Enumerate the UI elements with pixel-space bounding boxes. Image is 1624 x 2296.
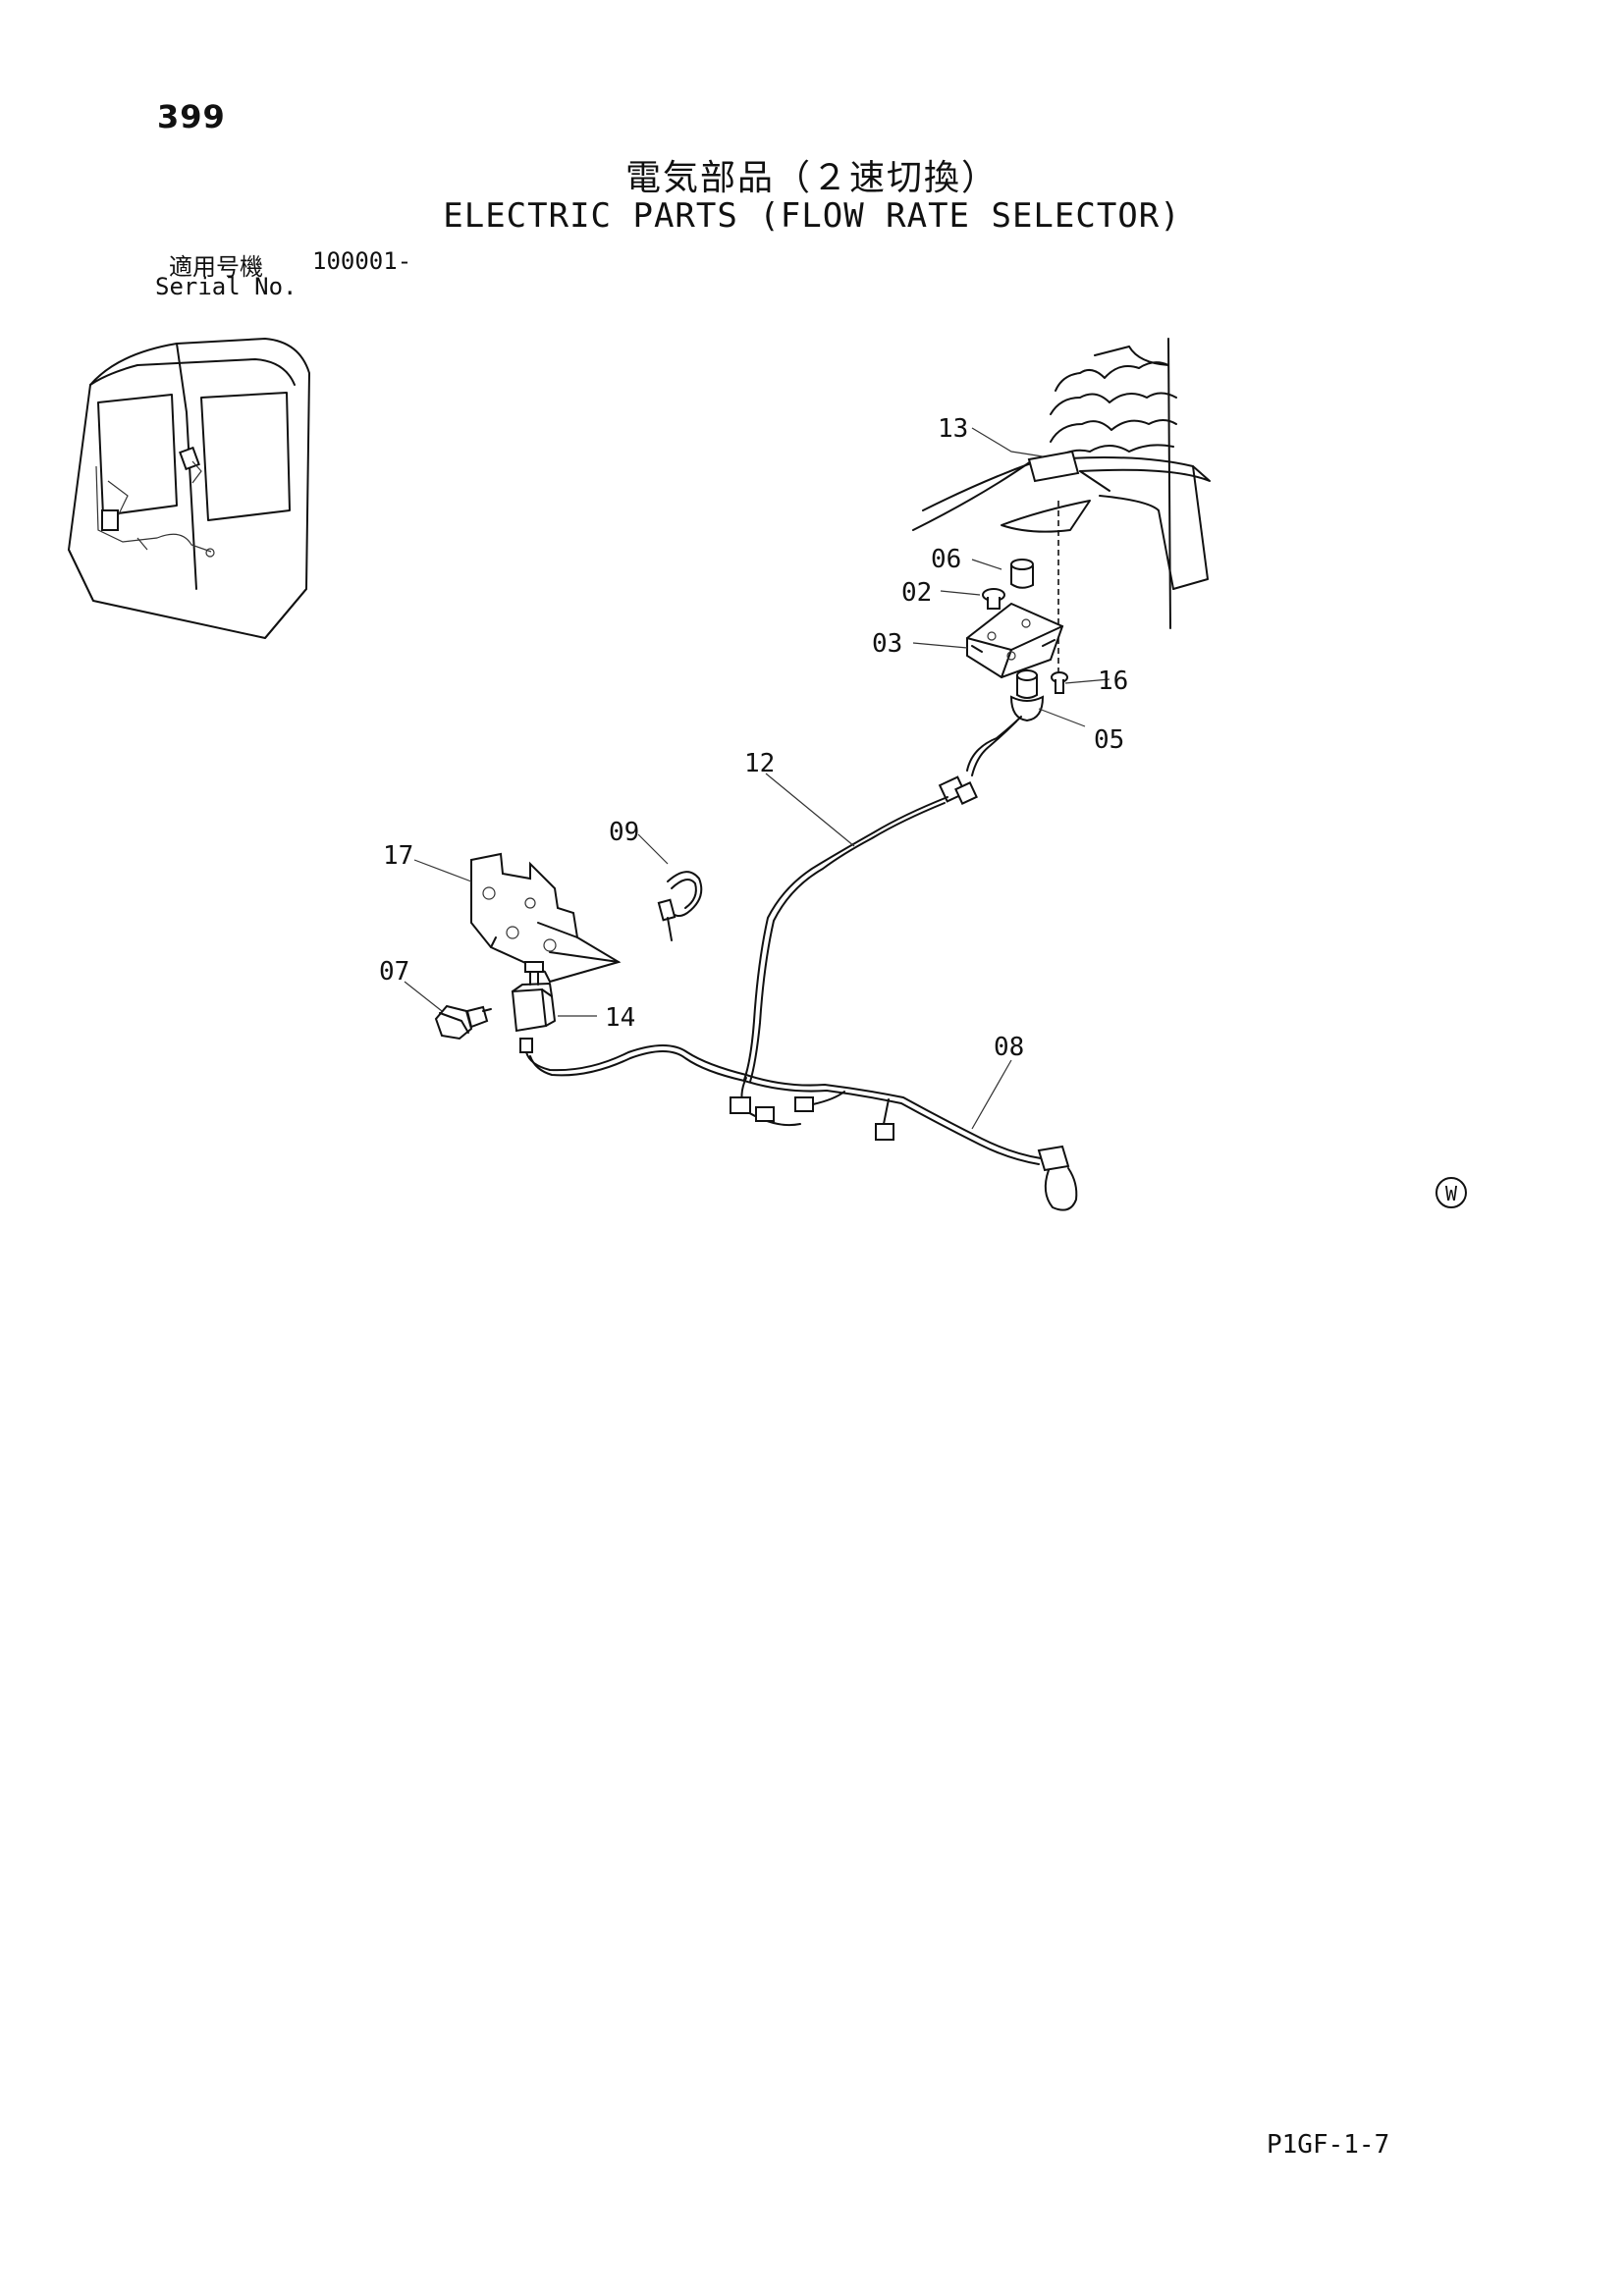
callout-leaders: [404, 427, 1110, 1130]
page-number: 399: [157, 98, 226, 135]
band-clamp: [657, 871, 703, 941]
serial-label-japanese: 適用号機: [169, 253, 263, 281]
page-title-japanese: 電気部品（２速切換）: [624, 158, 999, 198]
callout-03: 03: [872, 629, 902, 659]
harness-12: [743, 716, 1022, 1083]
circled-w-mark: W: [1435, 1177, 1467, 1208]
callout-14: 14: [605, 1003, 635, 1033]
callout-12: 12: [744, 749, 775, 778]
page-title-english: ELECTRIC PARTS (FLOW RATE SELECTOR): [443, 196, 1181, 236]
callout-07: 07: [379, 957, 409, 987]
callout-16: 16: [1098, 667, 1128, 696]
rotary-switch: [1009, 669, 1045, 722]
bracket: [470, 852, 622, 984]
console-lever-boot: [912, 338, 1211, 629]
circled-w-letter: W: [1445, 1182, 1458, 1205]
callout-13: 13: [938, 414, 968, 444]
callout-06: 06: [931, 545, 961, 574]
callout-17: 17: [383, 841, 413, 871]
serial-number-value: 100001-: [312, 247, 412, 275]
callout-02: 02: [901, 578, 932, 608]
callout-09: 09: [609, 818, 639, 847]
switch-knob: [1010, 559, 1034, 589]
mounting-plate: [966, 602, 1064, 679]
relay: [511, 961, 556, 1033]
document-code: P1GF-1-7: [1267, 2130, 1390, 2160]
callout-08: 08: [994, 1033, 1024, 1062]
cab-overview-illustration: [68, 338, 310, 639]
bolt: [434, 1004, 492, 1041]
callout-05: 05: [1094, 725, 1124, 755]
switch-cap: [982, 588, 1005, 610]
serial-label-english: Serial No.: [155, 273, 298, 300]
screw-16: [1051, 671, 1068, 694]
harness-08: [519, 1038, 1078, 1211]
